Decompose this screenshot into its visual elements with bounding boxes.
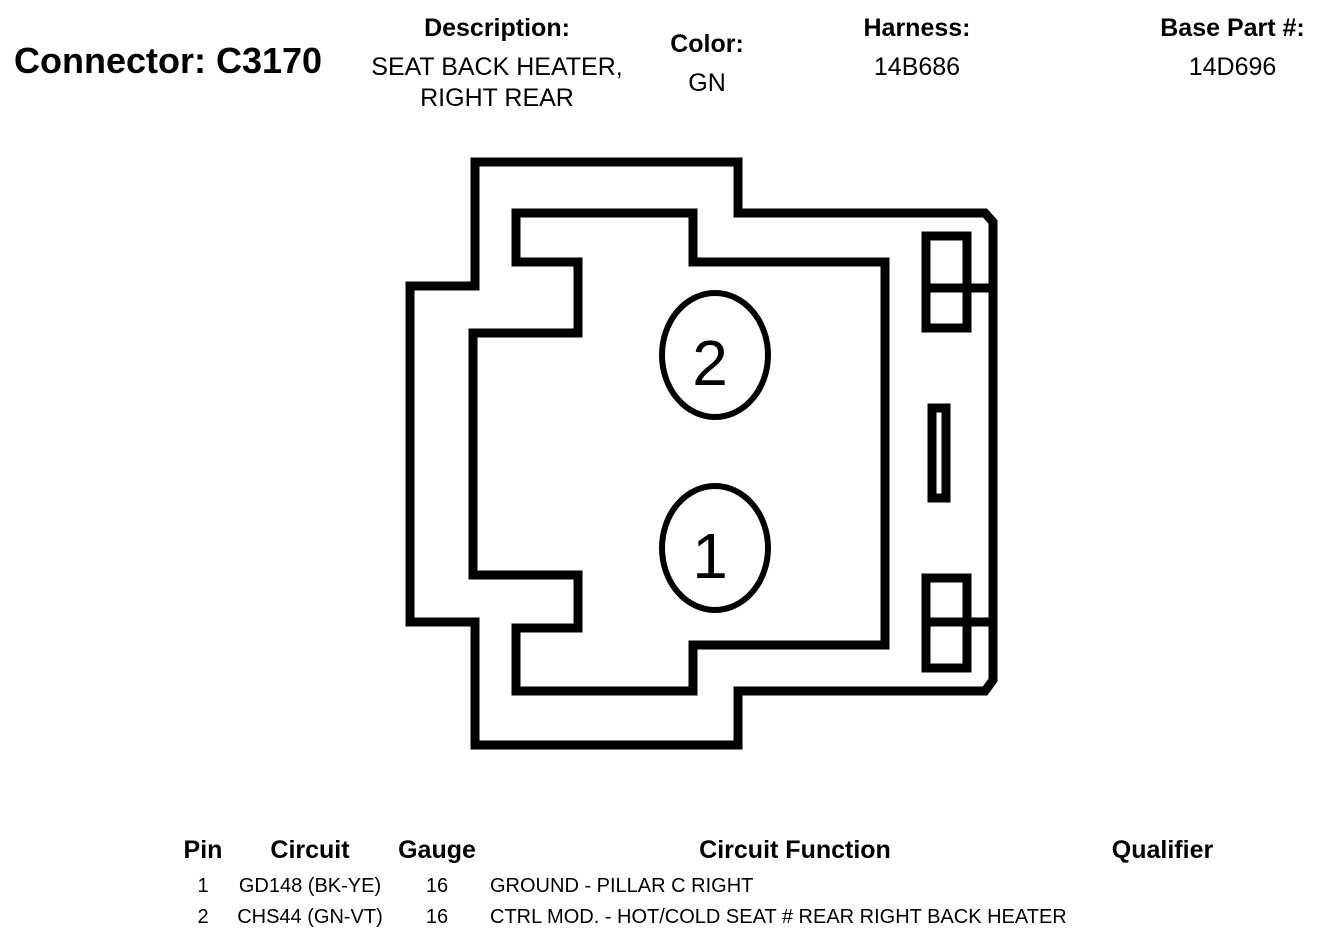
pin-cavity-2: 2 (659, 290, 771, 420)
row-function: GROUND - PILLAR C RIGHT (490, 875, 754, 897)
color-label: Color: (670, 30, 744, 58)
connector-outer-outline (405, 157, 998, 750)
description-line-2: RIGHT REAR (420, 84, 574, 112)
row-gauge: 16 (425, 906, 449, 928)
pin-1-label: 1 (692, 520, 728, 592)
col-header-circuit: Circuit (270, 836, 350, 864)
col-header-qualifier: Qualifier (1111, 836, 1214, 864)
base-part-label: Base Part #: (1160, 14, 1305, 42)
latch-middle-key (927, 403, 951, 503)
connector-face-diagram: 2 1 (405, 157, 998, 750)
pin-cavity-1: 1 (659, 483, 771, 613)
row-pin: 2 (197, 906, 209, 928)
row-gauge: 16 (425, 875, 449, 897)
pin-2-outline (659, 290, 771, 420)
latch-top-outer (921, 231, 972, 333)
row-pin: 1 (197, 875, 209, 897)
harness-label: Harness: (863, 14, 971, 42)
col-header-function: Circuit Function (699, 836, 891, 864)
description-label: Description: (424, 14, 570, 42)
color-value: GN (688, 69, 726, 97)
row-circuit: CHS44 (GN-VT) (237, 906, 383, 928)
description-line-1: SEAT BACK HEATER, (371, 53, 623, 81)
harness-value: 14B686 (873, 53, 961, 81)
pin-1-outline (659, 483, 771, 613)
connector-inner-cavity (468, 208, 890, 696)
col-header-pin: Pin (183, 836, 223, 864)
connector-title: Connector: C3170 (14, 40, 323, 81)
description-value: SEAT BACK HEATER, RIGHT REAR (347, 52, 647, 114)
row-function: CTRL MOD. - HOT/COLD SEAT # REAR RIGHT B… (490, 906, 1067, 928)
col-header-gauge: Gauge (398, 836, 476, 864)
row-circuit: GD148 (BK-YE) (238, 875, 382, 897)
base-part-value: 14D696 (1188, 53, 1277, 81)
pin-2-label: 2 (692, 327, 728, 399)
